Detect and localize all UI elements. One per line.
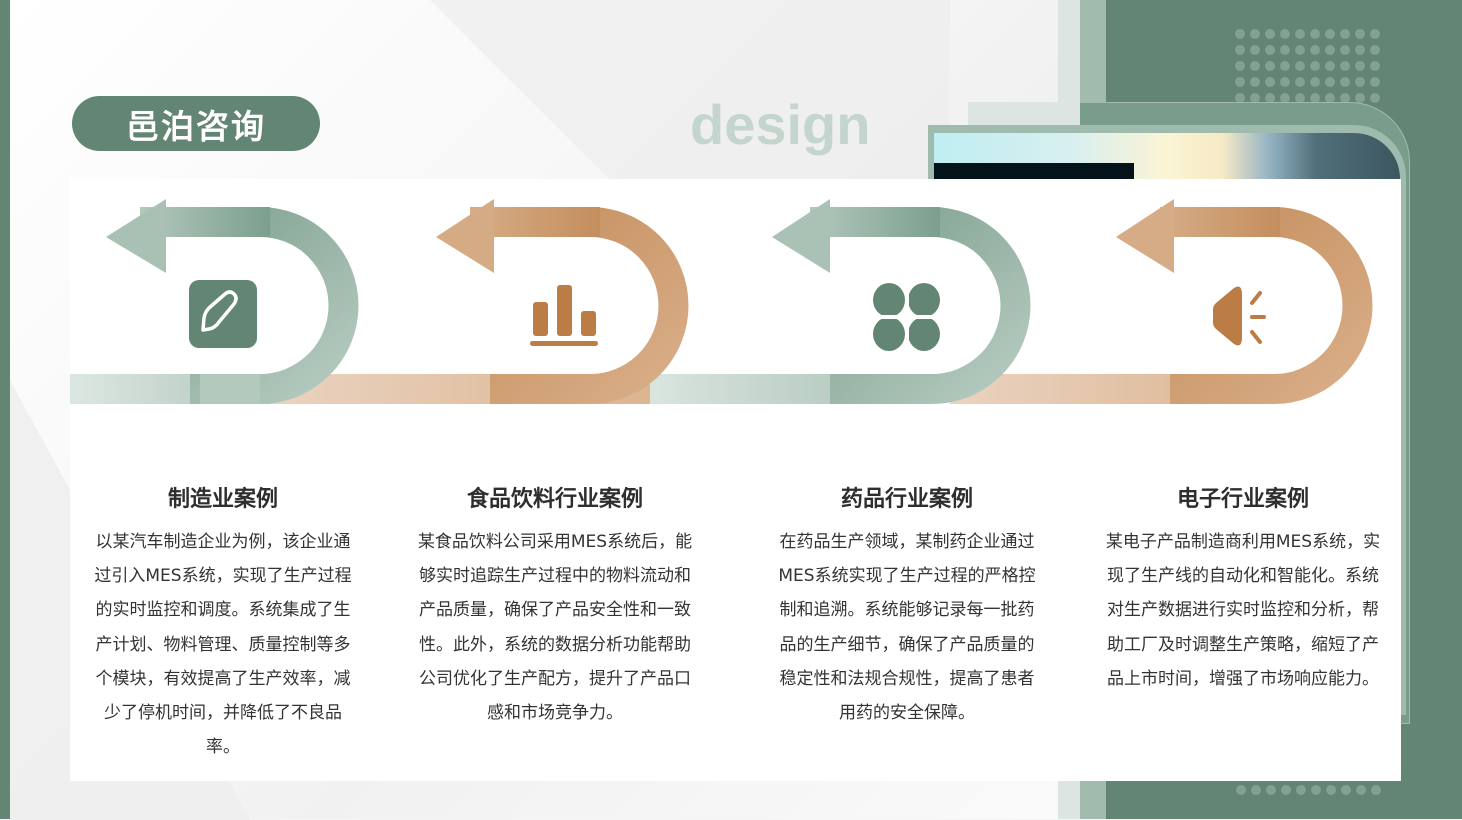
case-body: 以某汽车制造企业为例，该企业通过引入MES系统，实现了生产过程的实时监控和调度。… [94, 532, 352, 758]
case-column-food-beverage: 食品饮料行业案例 某食品饮料公司采用MES系统后，能够实时追踪生产过程中的物料流… [410, 484, 700, 730]
u-turn-arrow-flow [70, 199, 1373, 404]
case-body: 某食品饮料公司采用MES系统后，能够实时追踪生产过程中的物料流动和产品质量，确保… [417, 532, 693, 724]
design-watermark: design [690, 93, 871, 156]
brand-logo-pill: 邑泊咨询 [72, 96, 320, 151]
u-turn-arrow-3 [820, 207, 1031, 404]
bar-chart-icon [530, 284, 598, 352]
speaker-icon [1212, 283, 1284, 353]
case-body: 在药品生产领域，某制药企业通过MES系统实现了生产过程的严格控制和追溯。系统能够… [778, 532, 1036, 724]
case-column-electronics: 电子行业案例 某电子产品制造商利用MES系统，实现了生产线的自动化和智能化。系统… [1098, 484, 1388, 696]
photo-dark-region [934, 163, 1134, 183]
u-turn-arrow-2 [480, 207, 689, 404]
case-title: 食品饮料行业案例 [466, 487, 643, 512]
u-turn-arrow-4 [1170, 207, 1373, 404]
dot-grid-bottom [1233, 782, 1383, 798]
case-column-pharma: 药品行业案例 在药品生产领域，某制药企业通过MES系统实现了生产过程的严格控制和… [762, 484, 1052, 730]
left-accent-bar [0, 0, 10, 819]
case-title: 药品行业案例 [840, 487, 973, 512]
edit-pencil-icon [189, 280, 257, 352]
case-column-manufacturing: 制造业案例 以某汽车制造企业为例，该企业通过引入MES系统，实现了生产过程的实时… [78, 484, 368, 764]
u-turn-arrow-1 [150, 207, 359, 404]
content-card [70, 179, 1401, 781]
four-petal-icon [872, 283, 942, 355]
case-title: 制造业案例 [167, 487, 278, 512]
case-body: 某电子产品制造商利用MES系统，实现了生产线的自动化和智能化。系统对生产数据进行… [1105, 532, 1381, 689]
case-title: 电子行业案例 [1176, 487, 1309, 512]
brand-name: 邑泊咨询 [126, 106, 266, 146]
